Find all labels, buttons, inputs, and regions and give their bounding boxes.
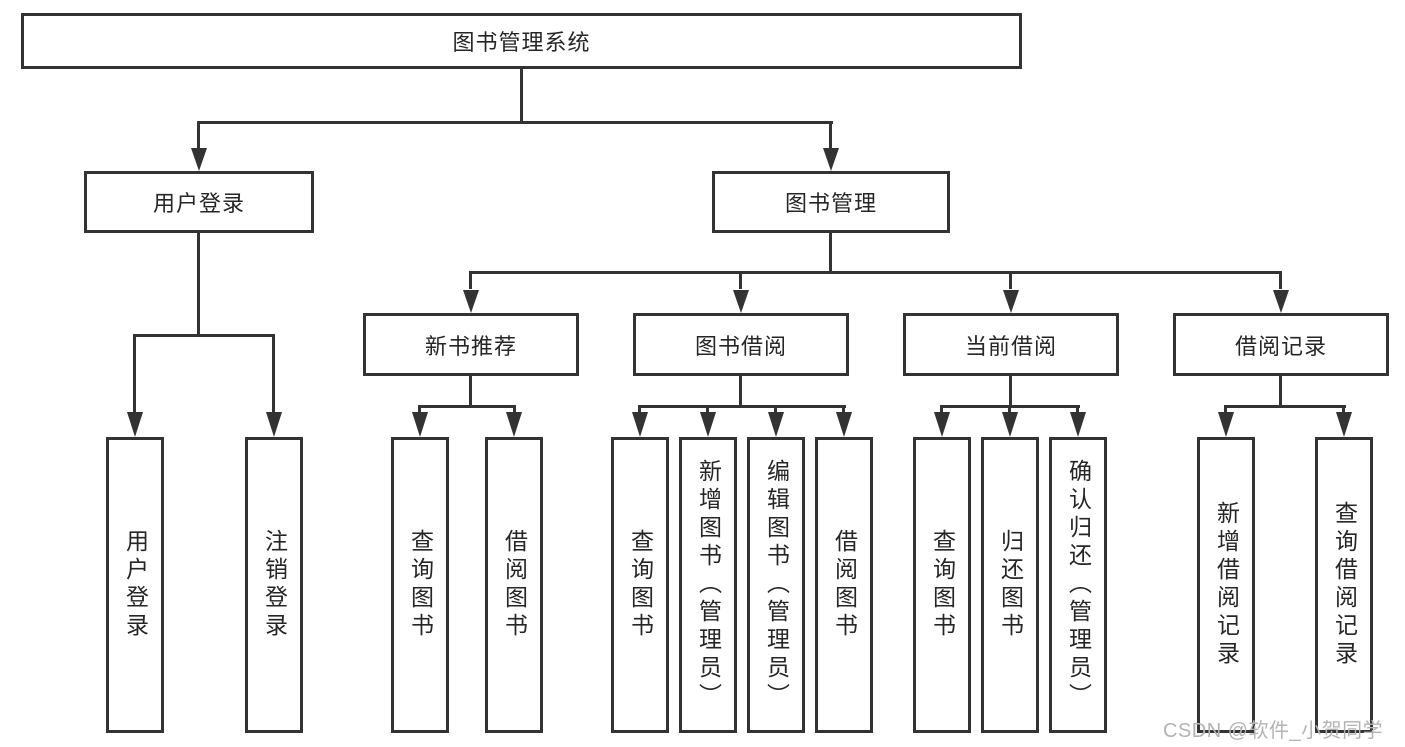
leaf-borrow-add-book-admin: 新增图书（管理员） xyxy=(679,437,737,733)
node-book-borrow: 图书借阅 xyxy=(633,313,849,376)
edge-current-stem xyxy=(1009,376,1012,407)
edge-level2-drop-right xyxy=(829,121,832,149)
leaf-user-login: 用户登录 xyxy=(106,437,164,733)
arrowhead-down-icon xyxy=(191,148,207,171)
edge-level3-drop-3 xyxy=(1009,271,1012,289)
edge-current-drop-1 xyxy=(940,405,943,414)
arrowhead-down-icon xyxy=(733,290,749,313)
leaf-borrow-borrow-book: 借阅图书 xyxy=(815,437,873,733)
arrowhead-down-icon xyxy=(1003,290,1019,313)
node-current-borrow: 当前借阅 xyxy=(903,313,1119,376)
edge-borrow-drop-1 xyxy=(638,405,641,414)
edge-borrow-stem xyxy=(739,376,742,407)
edge-level3-drop-4 xyxy=(1279,271,1282,289)
edge-recommend-stem xyxy=(469,376,472,407)
node-book-management: 图书管理 xyxy=(712,171,950,233)
arrowhead-down-icon xyxy=(266,412,282,437)
arrowhead-down-icon xyxy=(632,412,648,437)
arrowhead-down-icon xyxy=(506,412,522,437)
leaf-borrow-edit-book-admin: 编辑图书（管理员） xyxy=(747,437,805,733)
leaf-current-return-book: 归还图书 xyxy=(981,437,1039,733)
arrowhead-down-icon xyxy=(1336,412,1352,437)
edge-user-login-rail xyxy=(133,334,275,337)
arrowhead-down-icon xyxy=(127,412,143,437)
edge-borrow-drop-2 xyxy=(706,405,709,414)
leaf-logout: 注销登录 xyxy=(245,437,303,733)
edge-borrow-rail xyxy=(638,405,846,408)
edge-recommend-drop-1 xyxy=(418,405,421,414)
edge-book-mgmt-stem xyxy=(829,233,832,273)
edge-records-stem xyxy=(1279,376,1282,407)
edge-records-drop-1 xyxy=(1224,405,1227,414)
leaf-recommend-query-book: 查询图书 xyxy=(391,437,449,733)
arrowhead-down-icon xyxy=(934,412,950,437)
leaf-records-query-record: 查询借阅记录 xyxy=(1315,437,1373,733)
leaf-current-query-book: 查询图书 xyxy=(913,437,971,733)
node-user-login: 用户登录 xyxy=(84,171,314,233)
leaf-records-add-record: 新增借阅记录 xyxy=(1197,437,1255,733)
node-borrow-records: 借阅记录 xyxy=(1173,313,1389,376)
edge-current-drop-2 xyxy=(1008,405,1011,414)
edge-borrow-drop-4 xyxy=(842,405,845,414)
arrowhead-down-icon xyxy=(412,412,428,437)
edge-level3-rail xyxy=(469,271,1282,274)
edge-records-rail xyxy=(1224,405,1346,408)
arrowhead-down-icon xyxy=(700,412,716,437)
edge-user-login-drop-2 xyxy=(272,334,275,416)
leaf-borrow-query-book: 查询图书 xyxy=(611,437,669,733)
arrowhead-down-icon xyxy=(1002,412,1018,437)
node-new-book-recommend: 新书推荐 xyxy=(363,313,579,376)
arrowhead-down-icon xyxy=(1070,412,1086,437)
edge-level3-drop-2 xyxy=(739,271,742,289)
edge-recommend-drop-2 xyxy=(513,405,516,414)
leaf-current-confirm-return-admin: 确认归还（管理员） xyxy=(1049,437,1107,733)
arrowhead-down-icon xyxy=(1218,412,1234,437)
edge-borrow-drop-3 xyxy=(774,405,777,414)
edge-level2-drop-left xyxy=(197,121,200,149)
edge-current-drop-3 xyxy=(1076,405,1079,414)
edge-level2-rail xyxy=(197,121,833,124)
arrowhead-down-icon xyxy=(463,290,479,313)
edge-level3-drop-1 xyxy=(469,271,472,289)
leaf-recommend-borrow-book: 借阅图书 xyxy=(485,437,543,733)
arrowhead-down-icon xyxy=(836,412,852,437)
edge-recommend-rail xyxy=(418,405,516,408)
arrowhead-down-icon xyxy=(1273,290,1289,313)
arrowhead-down-icon xyxy=(768,412,784,437)
edge-root-stem xyxy=(520,69,523,123)
edge-user-login-drop-1 xyxy=(133,334,136,416)
node-root: 图书管理系统 xyxy=(21,13,1022,69)
edge-user-login-stem xyxy=(197,233,200,337)
edge-records-drop-2 xyxy=(1342,405,1345,414)
arrowhead-down-icon xyxy=(823,148,839,171)
csdn-watermark: CSDN @软件_小贺同学 xyxy=(1163,720,1384,742)
